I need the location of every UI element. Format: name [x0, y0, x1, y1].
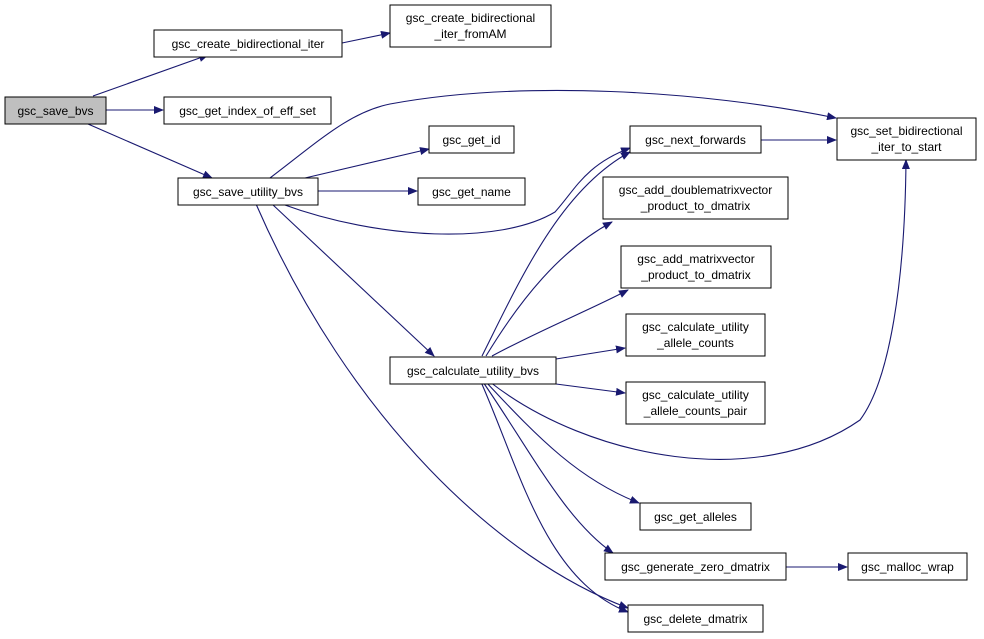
node-get_name[interactable]: gsc_get_name — [417, 177, 526, 206]
edge-calculate_utility_bvs-get_alleles — [485, 381, 640, 504]
node-calc_utility_allele_counts[interactable]: gsc_calculate_utility _allele_counts — [625, 313, 766, 357]
nodes: gsc_save_bvs gsc_create_bidirectional_it… — [4, 4, 977, 633]
node-label: gsc_next_forwards — [645, 133, 746, 147]
node-generate_zero_dmatrix[interactable]: gsc_generate_zero_dmatrix — [604, 552, 787, 581]
edge-save_utility_bvs-calculate_utility_bvs — [271, 203, 435, 357]
node-get_alleles[interactable]: gsc_get_alleles — [639, 502, 752, 531]
node-delete_dmatrix[interactable]: gsc_delete_dmatrix — [627, 604, 764, 633]
edge-calculate_utility_bvs-next_forwards — [481, 151, 631, 357]
node-label: gsc_create_bidirectional — [406, 11, 535, 25]
node-calc_utility_allele_counts_pair[interactable]: gsc_calculate_utility _allele_counts_pai… — [625, 381, 766, 425]
edge-calculate_utility_bvs-set_bidir_iter_to_start — [489, 159, 910, 460]
node-next_forwards[interactable]: gsc_next_forwards — [629, 125, 762, 154]
node-label: gsc_create_bidirectional_iter — [172, 37, 325, 51]
edge-save_bvs-save_utility_bvs — [87, 123, 213, 179]
node-label: gsc_add_doublematrixvector — [619, 183, 772, 197]
edge-calculate_utility_bvs-add_matrixvector — [491, 289, 629, 357]
node-label: gsc_get_index_of_eff_set — [179, 104, 316, 118]
node-label-line2: _iter_to_start — [870, 140, 942, 154]
node-label-line2: _allele_counts — [656, 336, 734, 350]
node-label: gsc_save_bvs — [17, 104, 93, 118]
node-label: gsc_get_id — [442, 133, 500, 147]
node-label: gsc_get_alleles — [654, 510, 737, 524]
edge-calculate_utility_bvs-calc_utility_allele_counts_pair — [555, 383, 626, 396]
node-add_matrixvector[interactable]: gsc_add_matrixvector _product_to_dmatrix — [620, 245, 772, 289]
node-save_utility_bvs[interactable]: gsc_save_utility_bvs — [177, 177, 319, 206]
node-label-line2: _product_to_dmatrix — [640, 199, 750, 213]
node-set_bidir_iter_to_start[interactable]: gsc_set_bidirectional _iter_to_start — [836, 117, 977, 161]
edge-calculate_utility_bvs-calc_utility_allele_counts — [555, 345, 626, 360]
node-malloc_wrap[interactable]: gsc_malloc_wrap — [847, 552, 968, 581]
edge-save_utility_bvs-delete_dmatrix — [255, 203, 629, 609]
node-label: gsc_calculate_utility_bvs — [407, 364, 539, 378]
node-add_doublematrixvector[interactable]: gsc_add_doublematrixvector _product_to_d… — [602, 176, 789, 220]
node-create_bidir_iter[interactable]: gsc_create_bidirectional_iter — [153, 29, 343, 58]
node-save_bvs[interactable]: gsc_save_bvs — [4, 96, 107, 125]
node-label: gsc_delete_dmatrix — [643, 612, 747, 626]
node-label: gsc_set_bidirectional — [850, 124, 962, 138]
node-label: gsc_get_name — [432, 185, 511, 199]
node-get_index_of_eff_set[interactable]: gsc_get_index_of_eff_set — [163, 96, 332, 125]
edge-save_bvs-create_bidir_iter — [92, 54, 209, 97]
node-label: gsc_add_matrixvector — [637, 252, 754, 266]
node-label: gsc_calculate_utility — [642, 388, 749, 402]
node-label: gsc_generate_zero_dmatrix — [621, 560, 770, 574]
edge-save_utility_bvs-get_id — [304, 147, 430, 179]
node-create_bidir_iter_fromAM[interactable]: gsc_create_bidirectional _iter_fromAM — [389, 4, 552, 48]
edge-save_utility_bvs-next_forwards — [281, 147, 631, 235]
edge-create_bidir_iter-create_bidir_iter_fromAM — [341, 30, 391, 44]
node-label-line2: _product_to_dmatrix — [640, 268, 750, 282]
node-get_id[interactable]: gsc_get_id — [428, 125, 515, 154]
edge-calculate_utility_bvs-delete_dmatrix — [480, 381, 629, 613]
node-label: gsc_calculate_utility — [642, 320, 749, 334]
node-label-line2: _allele_counts_pair — [643, 404, 747, 418]
edges — [87, 30, 910, 613]
edge-calculate_utility_bvs-add_doublematrixvector — [485, 221, 613, 357]
node-label: gsc_malloc_wrap — [861, 560, 954, 574]
node-calculate_utility_bvs[interactable]: gsc_calculate_utility_bvs — [389, 356, 557, 385]
edge-calculate_utility_bvs-generate_zero_dmatrix — [482, 381, 614, 554]
node-label: gsc_save_utility_bvs — [193, 185, 303, 199]
node-label-line2: _iter_fromAM — [433, 27, 506, 41]
edge-save_utility_bvs-set_bidir_iter_to_start — [269, 89, 837, 179]
